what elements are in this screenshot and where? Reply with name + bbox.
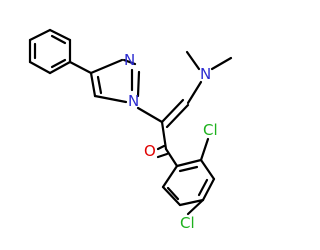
atom-imidazole-n1: N [128, 92, 139, 110]
atom-cl-ortho: Cl [203, 121, 218, 139]
bond-carbonyl-aryl [164, 147, 179, 168]
phenyl-ring [28, 28, 72, 75]
atom-amine-n: N [200, 65, 211, 83]
bond-n1-vinyl [136, 106, 164, 124]
bond-ring-cl-para [186, 198, 205, 216]
molecule-structure: N N N O Cl Cl [28, 28, 233, 233]
bond-amine-methyl-right [210, 56, 233, 71]
carbonyl-double-bond [156, 144, 169, 159]
bond-vinyl-carbonyl [160, 120, 168, 151]
dichlorophenyl-ring [161, 158, 216, 207]
atom-imidazole-n3: N [124, 51, 135, 69]
atom-cl-para: Cl [180, 214, 195, 232]
bond-ring-cl-ortho [199, 137, 210, 162]
bond-amine-methyl-left [185, 50, 201, 71]
imidazole-ring [89, 58, 141, 104]
bond-phenyl-imidazole [68, 60, 93, 75]
bond-vinyl-amine [186, 80, 203, 105]
vinyl-double-bond [160, 98, 190, 129]
atom-carbonyl-o: O [144, 142, 156, 160]
label-backdrops [121, 52, 223, 233]
